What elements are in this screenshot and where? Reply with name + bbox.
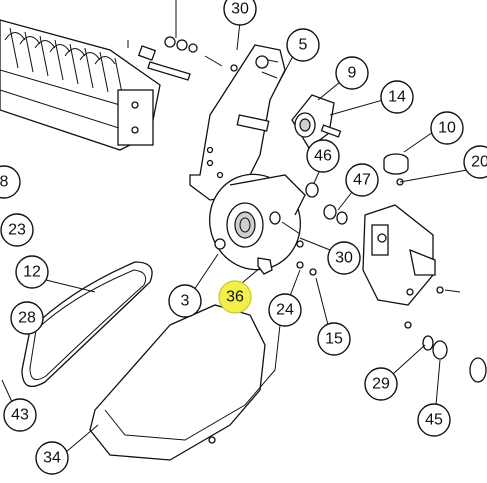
pulley-hardware bbox=[257, 182, 348, 276]
callout-8: 8 bbox=[0, 165, 21, 199]
callout-46: 46 bbox=[306, 139, 340, 184]
rubber-bumper bbox=[383, 153, 409, 186]
leader-line bbox=[329, 99, 384, 116]
leader-line bbox=[299, 237, 331, 251]
callout-12: 12 bbox=[15, 255, 96, 293]
callout-circle bbox=[417, 403, 451, 437]
callout-label: 34 bbox=[43, 450, 61, 467]
gearbox-housing bbox=[362, 204, 461, 329]
callout-circle bbox=[306, 139, 340, 173]
leader-line bbox=[317, 81, 341, 101]
callout-24: 24 bbox=[268, 269, 302, 327]
callout-label: 23 bbox=[8, 222, 26, 239]
callout-20: 20 bbox=[399, 145, 487, 183]
callout-circle bbox=[327, 241, 361, 275]
leader-line bbox=[289, 269, 301, 297]
callout-circle bbox=[430, 111, 464, 145]
callout-5: 5 bbox=[274, 28, 320, 91]
callout-label: 14 bbox=[388, 89, 406, 106]
callout-label: 29 bbox=[372, 376, 390, 393]
callout-circle bbox=[380, 80, 414, 114]
leader-line bbox=[315, 277, 329, 326]
lower-right-hardware bbox=[422, 335, 487, 383]
callout-label: 12 bbox=[23, 264, 41, 281]
leader-line bbox=[241, 267, 261, 284]
callout-28: 28 bbox=[10, 301, 44, 335]
leader-line bbox=[65, 424, 99, 453]
drive-belt bbox=[21, 261, 153, 388]
callout-label: 3 bbox=[181, 293, 190, 310]
callout-label: 8 bbox=[0, 174, 9, 191]
shaft-hardware bbox=[127, 0, 238, 81]
callout-label: 30 bbox=[231, 1, 249, 18]
leader-line bbox=[45, 279, 96, 293]
callout-circle bbox=[3, 398, 37, 432]
callout-circle bbox=[335, 56, 369, 90]
callout-23: 23 bbox=[0, 213, 34, 247]
leader-line bbox=[337, 191, 353, 211]
callout-label: 36 bbox=[226, 289, 244, 306]
bearing-flange bbox=[291, 94, 342, 149]
callout-label: 5 bbox=[299, 37, 308, 54]
callout-29: 29 bbox=[364, 344, 426, 401]
callout-label: 9 bbox=[348, 65, 357, 82]
callout-45: 45 bbox=[417, 359, 451, 437]
callout-label: 43 bbox=[11, 407, 29, 424]
callout-circle bbox=[35, 441, 69, 475]
callout-label: 30 bbox=[335, 250, 353, 267]
callout-circle bbox=[0, 165, 21, 199]
callout-14: 14 bbox=[329, 80, 414, 116]
leader-line bbox=[435, 359, 441, 406]
drive-pulley bbox=[208, 173, 306, 271]
callout-circle bbox=[463, 145, 487, 179]
callout-15: 15 bbox=[315, 277, 351, 356]
callout-label: 10 bbox=[438, 120, 456, 137]
callout-circle bbox=[286, 28, 320, 62]
callout-30: 30 bbox=[223, 0, 257, 51]
callout-circle bbox=[15, 255, 49, 289]
leader-line bbox=[274, 55, 294, 91]
callout-47: 47 bbox=[337, 163, 379, 211]
callout-circle bbox=[218, 280, 252, 314]
callout-circle bbox=[223, 0, 257, 26]
callout-label: 20 bbox=[471, 154, 487, 171]
callout-circle bbox=[10, 301, 44, 335]
callout-label: 15 bbox=[325, 331, 343, 348]
tine-rotor-assembly bbox=[0, 19, 161, 151]
callout-36: 36 bbox=[218, 267, 261, 314]
callout-10: 10 bbox=[403, 111, 464, 153]
callout-label: 47 bbox=[353, 172, 371, 189]
leader-line bbox=[399, 169, 468, 183]
callout-circle bbox=[168, 284, 202, 318]
leader-line bbox=[403, 131, 434, 153]
callout-label: 24 bbox=[276, 302, 294, 319]
callout-label: 46 bbox=[314, 148, 332, 165]
callout-circle bbox=[317, 322, 351, 356]
leader-line bbox=[236, 20, 241, 51]
callout-3: 3 bbox=[168, 253, 219, 318]
callout-circle bbox=[268, 293, 302, 327]
callout-43: 43 bbox=[1, 379, 37, 432]
callout-circle bbox=[345, 163, 379, 197]
callout-30: 30 bbox=[299, 237, 361, 275]
leader-line bbox=[1, 379, 13, 403]
leader-line bbox=[193, 253, 219, 291]
callout-9: 9 bbox=[317, 56, 369, 101]
callout-label: 28 bbox=[18, 310, 36, 327]
leader-line bbox=[392, 344, 426, 375]
callout-34: 34 bbox=[35, 424, 99, 475]
callout-circle bbox=[364, 367, 398, 401]
callout-circle bbox=[0, 213, 34, 247]
belt-guard-cover bbox=[89, 304, 281, 461]
callout-label: 45 bbox=[425, 412, 443, 429]
